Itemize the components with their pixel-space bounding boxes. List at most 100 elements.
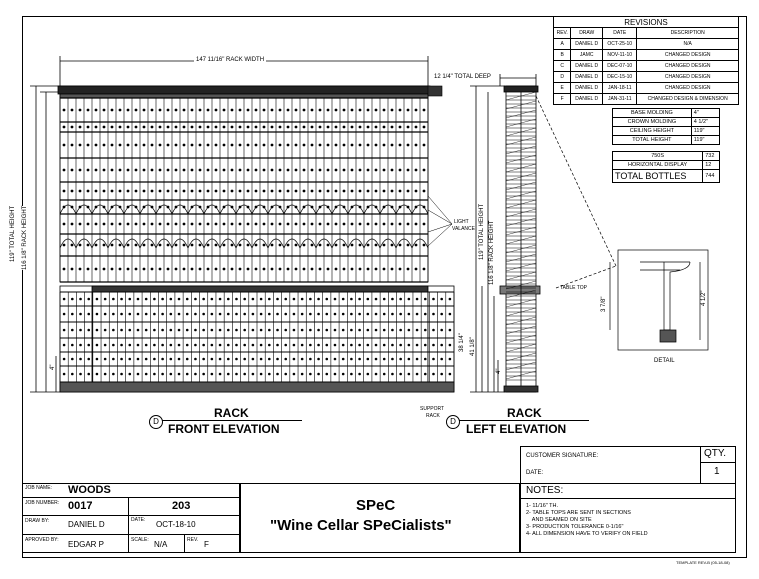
bottle-mark bbox=[198, 108, 202, 112]
display-arch bbox=[187, 238, 205, 249]
bottle-mark bbox=[70, 189, 74, 193]
bottle-mark bbox=[268, 357, 271, 361]
company-name: SPeC bbox=[356, 497, 396, 514]
left-elev-diag-line bbox=[505, 352, 537, 362]
bottle-mark bbox=[177, 372, 181, 376]
bottle-mark bbox=[334, 125, 338, 129]
bottle-mark bbox=[206, 189, 210, 193]
bottle-mark bbox=[317, 357, 320, 361]
light-valance-label-1: LIGHT bbox=[454, 219, 469, 225]
notes-list: 1- 11/16" TH.2- TABLE TOPS ARE SENT IN S… bbox=[526, 503, 648, 538]
left-lower-a-label: 38 1/4" bbox=[459, 333, 465, 352]
bottle-mark bbox=[374, 267, 378, 271]
spec-value: 4" bbox=[690, 108, 721, 118]
bottle-mark bbox=[153, 328, 156, 332]
bottle-mark bbox=[440, 357, 443, 361]
bottle-mark bbox=[366, 312, 370, 316]
bottle-mark bbox=[300, 343, 304, 347]
bottle-mark bbox=[185, 312, 189, 316]
bottle-mark bbox=[94, 143, 98, 147]
spec-value: 119" bbox=[690, 126, 721, 136]
bottle-mark bbox=[251, 357, 255, 361]
bottle-mark bbox=[398, 168, 402, 172]
display-arch bbox=[251, 238, 269, 249]
bottle-mark bbox=[350, 328, 353, 332]
bottle-mark bbox=[350, 372, 353, 376]
display-arch bbox=[75, 204, 93, 215]
bottle-mark bbox=[62, 328, 66, 332]
bottle-mark bbox=[62, 267, 66, 271]
bottle-mark bbox=[128, 343, 132, 347]
bottle-mark bbox=[292, 372, 296, 376]
bottle-mark bbox=[70, 108, 74, 112]
bottle-mark bbox=[415, 297, 419, 301]
bottle-mark bbox=[134, 243, 138, 247]
bottle-mark bbox=[128, 312, 132, 316]
bottle-mark bbox=[150, 189, 154, 193]
left-elev-diag-line bbox=[505, 100, 537, 110]
spec-label: CROWN MOLDING bbox=[612, 117, 692, 127]
bottle-mark bbox=[118, 143, 122, 147]
bottle-mark bbox=[270, 125, 274, 129]
bottle-mark bbox=[259, 328, 263, 332]
bottle-mark bbox=[202, 357, 205, 361]
bottle-mark bbox=[110, 143, 114, 147]
bottle-mark bbox=[94, 168, 98, 172]
bottle-mark bbox=[284, 372, 288, 376]
bottle-mark bbox=[423, 328, 427, 332]
bottle-mark bbox=[120, 297, 123, 301]
bottle-mark bbox=[185, 343, 189, 347]
bottle-mark bbox=[169, 297, 173, 301]
bottle-mark bbox=[302, 168, 306, 172]
bottle-mark bbox=[78, 108, 82, 112]
bottle-mark bbox=[128, 297, 132, 301]
bottle-mark bbox=[94, 243, 98, 247]
bottle-mark bbox=[62, 372, 66, 376]
bottle-mark bbox=[112, 372, 115, 376]
bottle-mark bbox=[128, 357, 132, 361]
bottle-mark bbox=[214, 222, 218, 226]
revisions-cell: DEC-15-10 bbox=[602, 71, 638, 83]
bottle-mark bbox=[166, 189, 170, 193]
bottle-mark bbox=[374, 108, 378, 112]
display-arch bbox=[411, 238, 429, 249]
bottle-mark bbox=[268, 297, 271, 301]
bottle-mark bbox=[415, 343, 419, 347]
bottle-mark bbox=[235, 343, 238, 347]
revisions-title-text: REVISIONS bbox=[624, 18, 668, 27]
bottle-mark bbox=[414, 189, 418, 193]
date-value: OCT-18-10 bbox=[156, 520, 196, 529]
bottle-mark bbox=[422, 222, 426, 226]
bottle-mark bbox=[210, 372, 214, 376]
note-item: 4- ALL DIMENSION HAVE TO VERIFY ON FIELD bbox=[526, 531, 648, 537]
bottle-mark bbox=[448, 357, 452, 361]
bottle-mark bbox=[158, 267, 162, 271]
bottle-mark bbox=[182, 267, 186, 271]
bottle-mark bbox=[276, 312, 279, 316]
bottle-mark bbox=[358, 125, 362, 129]
left-elev-diag-line bbox=[505, 343, 537, 353]
bottle-mark bbox=[202, 343, 205, 347]
display-arch bbox=[251, 204, 269, 215]
bottle-mark bbox=[230, 243, 234, 247]
bottle-mark bbox=[358, 243, 362, 247]
bottle-mark bbox=[432, 297, 435, 301]
bottle-mark bbox=[414, 108, 418, 112]
bottle-mark bbox=[112, 343, 115, 347]
bottle-mark bbox=[302, 143, 306, 147]
bottle-mark bbox=[366, 343, 370, 347]
bottle-mark bbox=[161, 312, 164, 316]
front-lower-bays bbox=[59, 291, 455, 383]
bottle-mark bbox=[382, 108, 386, 112]
display-arch bbox=[155, 238, 173, 249]
bottle-mark bbox=[259, 372, 263, 376]
bottle-mark bbox=[238, 125, 242, 129]
display-arch bbox=[171, 238, 189, 249]
bottle-mark bbox=[78, 222, 82, 226]
drawn-by-label: DRAW BY: bbox=[25, 518, 50, 524]
bottle-mark bbox=[406, 243, 410, 247]
bottle-mark bbox=[94, 108, 98, 112]
